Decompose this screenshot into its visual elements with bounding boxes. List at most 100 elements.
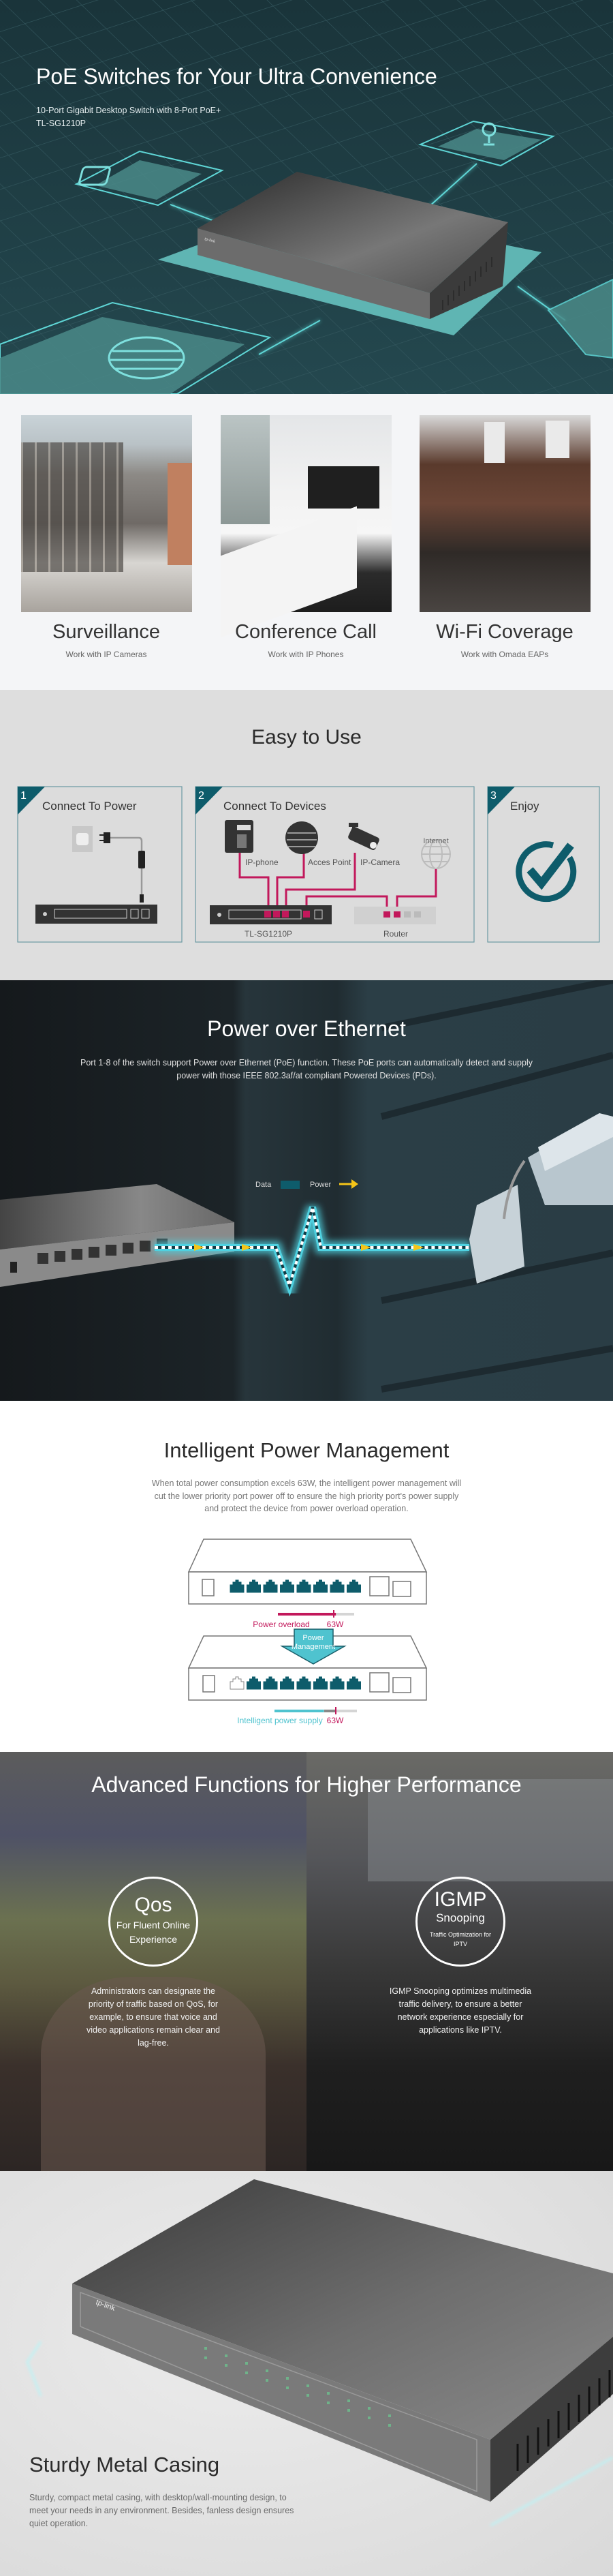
switch-icon [210, 905, 332, 924]
poe-port-powered [230, 1579, 245, 1593]
power-management-arrow: Power Management [280, 1628, 347, 1665]
phone-tile [74, 150, 224, 207]
description-line: Sturdy, compact metal casing, with deskt… [29, 2493, 287, 2502]
section-description: When total power consumption excels 63W,… [0, 1477, 613, 1515]
overload-bar [278, 1610, 354, 1618]
poe-port-powered [247, 1579, 261, 1593]
feature-tagline: Experience [129, 1934, 178, 1945]
led-indicator [204, 2357, 207, 2359]
led-indicator [347, 2399, 350, 2402]
led-indicator [368, 2416, 371, 2419]
advanced-functions-section: Advanced Functions for Higher Performanc… [0, 1752, 613, 2171]
section-description: Sturdy, compact metal casing, with deskt… [29, 2491, 329, 2530]
qos-badge: Qos For Fluent Online Experience [108, 1877, 198, 1967]
led-indicator [286, 2377, 289, 2380]
overload-label: Power overload [253, 1620, 309, 1629]
switch-front-panel [72, 2284, 490, 2502]
led-indicator [368, 2407, 371, 2410]
led-indicator [286, 2386, 289, 2389]
hero-illustration: tp-link [0, 0, 613, 394]
led-indicator [245, 2372, 248, 2374]
step-number: 2 [198, 790, 204, 802]
poe-port-powered [313, 1676, 328, 1690]
router-label: Router [383, 929, 408, 939]
power-management-diagram: Power overload 63W Power Management Inte… [187, 1539, 428, 1725]
hero-model: TL-SG1210P [36, 119, 86, 128]
legend-data-swatch [281, 1181, 300, 1189]
legend: Data Power [255, 1179, 358, 1189]
connection-cables [238, 853, 437, 916]
step-title: Connect To Power [42, 800, 137, 813]
poe-ports-after [230, 1676, 361, 1690]
step-2-card: 2 Connect To Devices Internet IP-phone A… [195, 786, 475, 943]
hero-section: tp-link PoE Switches for Your Ultra Conv… [0, 0, 613, 394]
application-subtitle: Work with IP Phones [268, 650, 344, 659]
description-line: cut the lower priority port power off to… [154, 1491, 459, 1501]
security-camera [469, 1113, 613, 1284]
glow-outline [26, 2341, 613, 2527]
section-title: Intelligent Power Management [163, 1438, 450, 1462]
led-indicator [327, 2392, 330, 2395]
led-indicator [225, 2354, 227, 2357]
overload-bar-fill [278, 1613, 336, 1616]
limit-marker [335, 1707, 336, 1714]
feature-tagline: Traffic Optimization for [429, 1931, 492, 1938]
step-number-badge [18, 787, 45, 815]
poe-port-powered [263, 1579, 278, 1593]
poe-port-powered [330, 1676, 345, 1690]
cafe-photo [420, 415, 591, 612]
arrow-label: Power [302, 1634, 324, 1642]
step-title: Enjoy [510, 800, 539, 813]
poe-cable [155, 1205, 469, 1306]
led-indicator [266, 2379, 268, 2382]
description-line: applications like IPTV. [419, 2025, 502, 2035]
description-line: meet your needs in any environment. Besi… [29, 2506, 294, 2515]
brand-logo: tp-link [204, 237, 216, 244]
limit-marker [333, 1610, 334, 1618]
conference-photo [221, 415, 392, 638]
hero-switch: tp-link [198, 172, 508, 319]
section-title: Easy to Use [251, 726, 362, 748]
legend-power-label: Power [310, 1181, 332, 1189]
poe-ports-before [230, 1579, 361, 1593]
power-arrows [194, 1244, 424, 1251]
description-line: lag-free. [138, 2038, 169, 2048]
poe-port-powered [347, 1676, 361, 1690]
poe-port-powered [247, 1676, 261, 1690]
overload-limit-label: 63W [327, 1620, 344, 1629]
led-indicator [388, 2424, 391, 2427]
step-number: 3 [490, 790, 497, 802]
poe-port-powered [347, 1579, 361, 1593]
application-title: Wi-Fi Coverage [436, 621, 573, 643]
led-indicator [306, 2384, 309, 2387]
internet-label: Internet [423, 837, 448, 845]
description-line: network experience especially for [397, 2012, 524, 2022]
description-line: IGMP Snooping optimizes multimedia [389, 1986, 532, 1996]
device-tile-right [547, 278, 613, 359]
router-icon [354, 907, 436, 924]
igmp-description: IGMP Snooping optimizes multimedia traff… [358, 1985, 563, 2037]
supply-limit-label: 63W [327, 1716, 344, 1725]
power-plug-icon [99, 832, 145, 903]
hero-subtitle: 10-Port Gigabit Desktop Switch with 8-Po… [36, 106, 221, 115]
application-subtitle: Work with Omada EAPs [460, 650, 549, 659]
led-indicator [225, 2364, 227, 2367]
description-line: Port 1-8 of the switch support Power ove… [80, 1058, 533, 1067]
description-line: traffic delivery, to ensure a better [398, 1999, 522, 2009]
surveillance-photo [21, 415, 192, 612]
poe-port-powered [263, 1676, 278, 1690]
application-subtitle: Work with IP Cameras [65, 650, 147, 659]
feature-tagline: For Fluent Online [116, 1920, 191, 1930]
ip-phone-icon [225, 820, 253, 853]
led-indicator [306, 2394, 309, 2397]
description-line: example, to ensure that voice and [89, 2012, 217, 2022]
setup-steps-diagram: 1 Connect To Power 2 Connect To Devices [17, 786, 600, 943]
hero-title: PoE Switches for Your Ultra Convenience [36, 64, 437, 89]
switch-icon [35, 905, 157, 924]
supply-bar [274, 1707, 357, 1714]
checkmark-circle-icon [516, 841, 577, 903]
description-line: video applications remain clear and [87, 2025, 220, 2035]
description-line: Administrators can designate the [91, 1986, 216, 1996]
description-line: priority of traffic based on QoS, for [88, 1999, 219, 2009]
section-title: Sturdy Metal Casing [29, 2453, 220, 2476]
